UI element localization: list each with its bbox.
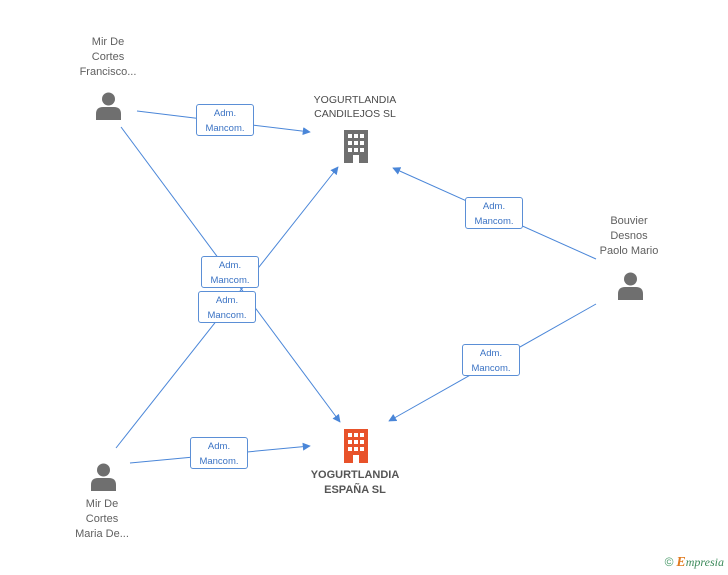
person-right-label[interactable]: Bouvier Desnos Paolo Mario (590, 214, 668, 259)
edge-label-bottom-to-candilejos[interactable]: Adm. Mancom. (198, 291, 256, 323)
empresia-logo-initial: E (676, 555, 686, 570)
person-top-label-line: Cortes (91, 51, 125, 63)
person-right-label-line: Paolo Mario (599, 245, 659, 257)
company-candilejos-label[interactable]: YOGURTLANDIA CANDILEJOS SL (300, 93, 410, 121)
company-espana-label[interactable]: YOGURTLANDIA ESPAÑA SL (300, 468, 410, 498)
empresia-logo-text: mpresia (685, 555, 724, 569)
copyright-symbol: © (664, 555, 674, 569)
company-espana-label-line: YOGURTLANDIA (310, 469, 400, 481)
person-icon[interactable] (94, 91, 123, 120)
edge-label-role: Mancom. (199, 456, 239, 467)
person-bottom-label[interactable]: Mir De Cortes Maria De... (60, 497, 144, 542)
person-icon[interactable] (616, 271, 645, 300)
person-icon[interactable] (89, 462, 118, 491)
person-top-label[interactable]: Mir De Cortes Francisco... (66, 35, 150, 80)
edge-label-role: Mancom. (205, 123, 245, 134)
edge-label-role: Mancom. (471, 363, 511, 374)
company-espana-label-line: ESPAÑA SL (324, 484, 386, 496)
edge-label-role: Adm. (215, 295, 239, 306)
edge-label-role: Adm. (479, 348, 503, 359)
edge-label-top-to-espana[interactable]: Adm. Mancom. (201, 256, 259, 288)
person-bottom-label-line: Cortes (85, 513, 119, 525)
edge-label-role: Adm. (207, 441, 231, 452)
person-top-label-line: Mir De (91, 36, 125, 48)
person-top-label-line: Francisco... (79, 66, 137, 78)
person-right-label-line: Bouvier (610, 215, 648, 227)
edge-label-right-to-espana[interactable]: Adm. Mancom. (462, 344, 520, 376)
edge-label-role: Adm. (213, 108, 237, 119)
edge-label-role: Mancom. (474, 216, 514, 227)
edge-label-role: Adm. (482, 201, 506, 212)
edge-label-top-to-candilejos[interactable]: Adm. Mancom. (196, 104, 254, 136)
person-bottom-label-line: Mir De (85, 498, 119, 510)
edge-label-right-to-candilejos[interactable]: Adm. Mancom. (465, 197, 523, 229)
edge-label-role: Mancom. (207, 310, 247, 321)
building-icon[interactable] (340, 130, 372, 163)
company-candilejos-label-line: YOGURTLANDIA (313, 94, 397, 106)
person-right-label-line: Desnos (610, 230, 648, 242)
empresia-footer[interactable]: ©Empresia (665, 555, 724, 571)
edge-label-role: Adm. (218, 260, 242, 271)
edge-label-role: Mancom. (210, 275, 250, 286)
edge-label-bottom-to-espana[interactable]: Adm. Mancom. (190, 437, 248, 469)
person-bottom-label-line: Maria De... (75, 528, 129, 540)
company-candilejos-label-line: CANDILEJOS SL (314, 108, 396, 120)
building-icon[interactable] (340, 429, 372, 463)
